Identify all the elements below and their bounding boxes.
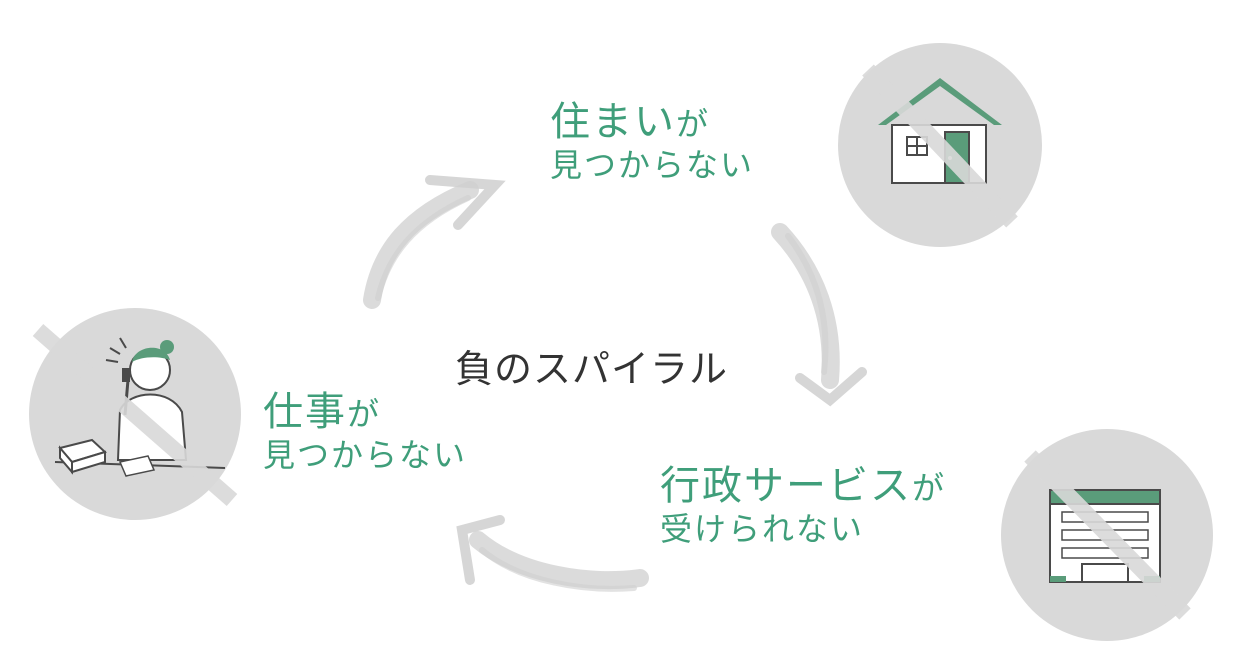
node-government-line1: 行政サービス bbox=[660, 463, 912, 509]
node-housing-label: 住まいが 見つからない bbox=[550, 98, 754, 184]
node-job-line2: 見つからない bbox=[263, 436, 468, 474]
node-job-suffix: が bbox=[347, 395, 382, 433]
worried-woman-prohibited-icon bbox=[29, 308, 241, 520]
node-housing-suffix: が bbox=[676, 105, 711, 143]
cycle-arrow-bottom bbox=[456, 515, 649, 592]
node-housing-line1: 住まい bbox=[550, 99, 676, 145]
house-prohibited-icon bbox=[838, 43, 1042, 247]
building-prohibited-icon bbox=[1001, 429, 1213, 641]
cycle-arrow-right bbox=[771, 223, 867, 407]
node-job-label: 仕事が 見つからない bbox=[263, 388, 467, 474]
center-title: 負のスパイラル bbox=[455, 347, 729, 391]
cycle-arrow-top-left bbox=[363, 175, 506, 309]
node-job-line1: 仕事 bbox=[263, 389, 347, 435]
node-housing-line2: 見つからない bbox=[550, 146, 755, 184]
node-government-line2: 受けられない bbox=[660, 510, 865, 548]
node-government-label: 行政サービスが 受けられない bbox=[660, 462, 946, 548]
node-government-suffix: が bbox=[912, 469, 947, 507]
